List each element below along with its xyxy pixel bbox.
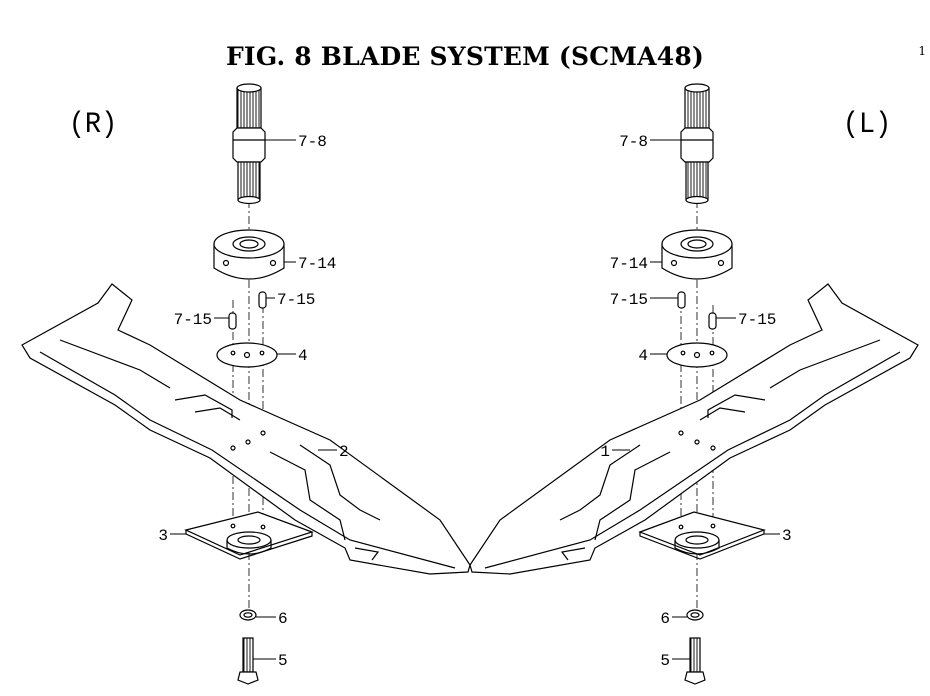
right-callouts: 7-8 7-14 7-15 7-15 4 2 3 6 5 — [158, 133, 348, 670]
callout-pin: 7-15 — [610, 291, 648, 309]
callout-hub: 7-14 — [298, 255, 336, 273]
spacer-plate — [666, 342, 728, 368]
mower-blade — [21, 283, 471, 575]
blade-bolt — [684, 637, 706, 685]
callout-hub: 7-14 — [610, 255, 648, 273]
blade-adapter — [638, 511, 766, 560]
callout-spindle: 7-8 — [619, 133, 648, 151]
page-number: 1 — [918, 44, 926, 58]
pin — [677, 291, 686, 309]
callout-adapter: 3 — [158, 527, 168, 545]
callout-pin: 7-15 — [277, 291, 315, 309]
spindle-hub — [661, 229, 733, 280]
blade-adapter — [184, 511, 314, 560]
callout-spindle: 7-8 — [298, 133, 327, 151]
callout-adapter: 3 — [782, 527, 792, 545]
pin — [258, 291, 267, 309]
spacer-plate — [216, 342, 278, 368]
callout-plate: 4 — [638, 347, 648, 365]
figure-title: FIG. 8 BLADE SYSTEM (SCMA48) — [225, 42, 704, 71]
pin — [228, 312, 237, 330]
callout-pin: 7-15 — [738, 311, 776, 329]
lock-washer — [239, 609, 257, 621]
callout-bolt: 5 — [278, 652, 288, 670]
callout-washer: 6 — [660, 610, 670, 628]
callout-pin: 7-15 — [174, 311, 212, 329]
mower-blade — [469, 283, 919, 575]
spindle-hub — [213, 229, 285, 280]
callout-bolt: 5 — [660, 652, 670, 670]
callout-blade: 1 — [600, 443, 610, 461]
left-assembly — [469, 83, 919, 685]
pin — [708, 312, 717, 330]
right-side-label: (R) — [68, 108, 118, 142]
spindle-shaft — [680, 83, 714, 205]
left-side-label: (L) — [842, 108, 892, 142]
right-assembly — [21, 83, 471, 685]
callout-blade: 2 — [339, 443, 349, 461]
callout-plate: 4 — [298, 347, 308, 365]
left-callouts: 7-8 7-14 7-15 7-15 4 1 3 6 5 — [600, 133, 791, 670]
lock-washer — [686, 609, 704, 621]
blade-bolt — [237, 637, 259, 685]
callout-washer: 6 — [278, 610, 288, 628]
spindle-shaft — [232, 83, 266, 205]
